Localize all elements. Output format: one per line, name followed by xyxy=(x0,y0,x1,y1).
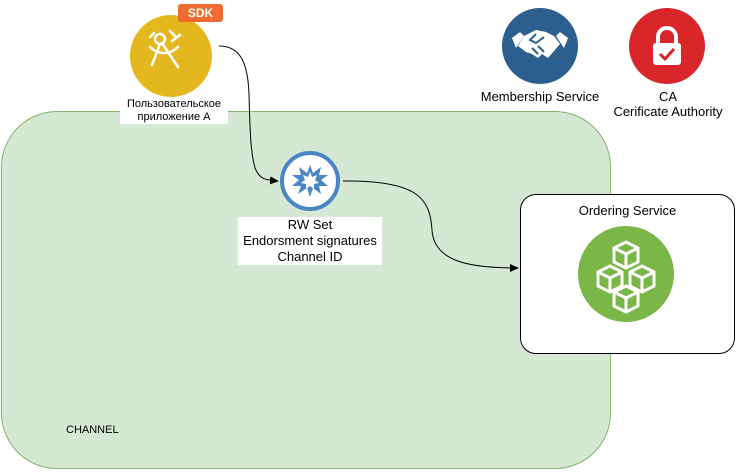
transaction-channel-id: Channel ID xyxy=(277,249,343,264)
membership-service-label: Membership Service xyxy=(480,89,600,104)
ca-node[interactable] xyxy=(629,8,705,84)
ordering-service-box[interactable] xyxy=(520,194,735,354)
channel-label: CHANNEL xyxy=(66,424,119,436)
ca-label-line2: Cerificate Authority xyxy=(613,104,723,119)
sdk-badge: SDK xyxy=(178,4,223,22)
ordering-service-node[interactable] xyxy=(578,226,674,322)
ordering-service-title: Ordering Service xyxy=(578,203,677,218)
application-label: Пользовательское приложение А xyxy=(120,98,228,124)
burst-icon xyxy=(292,165,328,197)
transaction-node[interactable] xyxy=(280,151,340,211)
handshake-icon xyxy=(512,30,568,58)
transaction-signatures: Endorsment signatures xyxy=(243,233,377,248)
ca-label: CA Cerificate Authority xyxy=(600,89,736,119)
ca-label-line1: CA xyxy=(658,89,678,104)
transaction-label: RW Set Endorsment signatures Channel ID xyxy=(238,217,382,265)
blocks-icon xyxy=(596,240,656,314)
application-node[interactable] xyxy=(130,15,212,97)
transaction-rwset: RW Set xyxy=(287,217,333,232)
compass-icon xyxy=(148,29,182,69)
arrow-app-to-transaction xyxy=(218,45,279,185)
arrow-transaction-to-ordering xyxy=(342,180,519,272)
lock-icon xyxy=(653,26,681,65)
membership-service-node[interactable] xyxy=(502,8,578,84)
